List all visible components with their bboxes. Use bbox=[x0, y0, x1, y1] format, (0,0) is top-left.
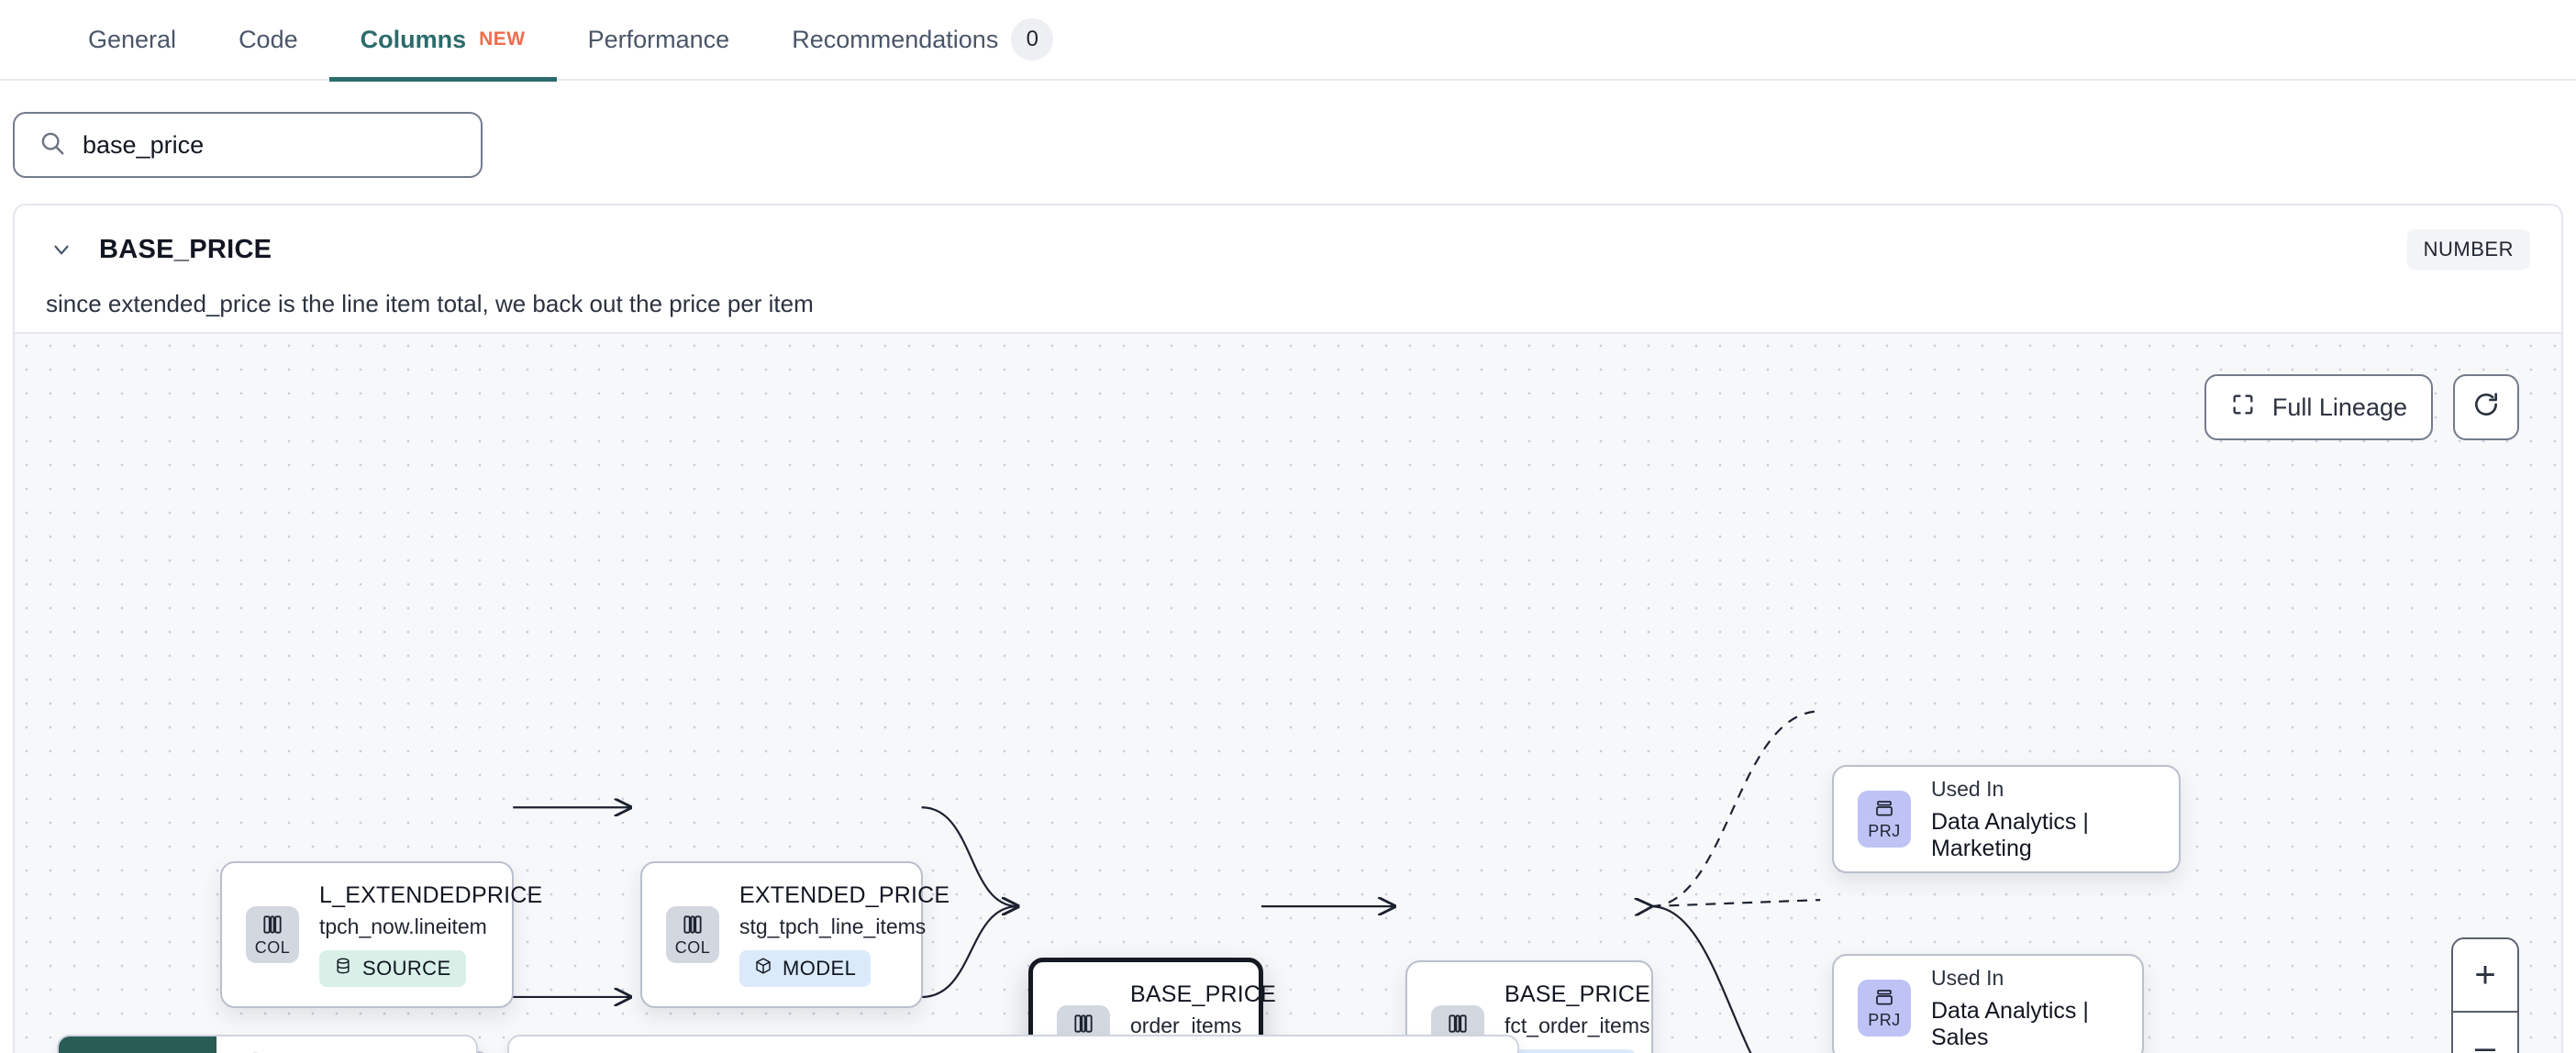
lineage-node-prj-marketing[interactable]: PRJ Used In Data Analytics | Marketing bbox=[1832, 765, 2181, 873]
tab-recommendations[interactable]: Recommendations 0 bbox=[761, 0, 1084, 80]
search-icon bbox=[39, 129, 66, 161]
zoom-controls: + – bbox=[2451, 937, 2519, 1053]
node-title: L_EXTENDEDPRICE bbox=[319, 882, 543, 908]
tab-label: General bbox=[88, 25, 177, 53]
node-type-badge: SOURCE bbox=[319, 950, 466, 987]
column-card: BASE_PRICE NUMBER since extended_price i… bbox=[13, 204, 2563, 1053]
lineage-canvas[interactable]: COL L_EXTENDEDPRICE tpch_now.lineitem SO… bbox=[15, 332, 2561, 1053]
col-icon-label: COL bbox=[674, 937, 711, 957]
prj-icon-label: PRJ bbox=[1868, 821, 1901, 840]
canvas-bottom-bar: Lenses Relationships bbox=[57, 1035, 1520, 1053]
node-title: Data Analytics | Sales bbox=[1931, 997, 2089, 1050]
full-lineage-label: Full Lineage bbox=[2271, 393, 2407, 421]
tab-label: Recommendations bbox=[792, 25, 999, 53]
col-icon-label: COL bbox=[254, 937, 291, 957]
tab-columns[interactable]: Columns NEW bbox=[328, 0, 557, 82]
zoom-in-button[interactable]: + bbox=[2453, 939, 2517, 1011]
prj-icon: PRJ bbox=[1858, 791, 1911, 848]
canvas-top-controls: Full Lineage bbox=[2204, 374, 2519, 440]
lenses-relationships-group: Lenses Relationships bbox=[57, 1035, 478, 1053]
tab-bar: General Code Columns NEW Performance Rec… bbox=[0, 0, 2576, 82]
relationships-dropdown[interactable]: Relationships bbox=[217, 1036, 476, 1053]
node-used-in-label: Used In bbox=[1931, 965, 2004, 990]
lenses-label: Lenses bbox=[117, 1052, 194, 1053]
expand-icon bbox=[2230, 392, 2256, 424]
node-subtitle: stg_tpch_line_items bbox=[739, 914, 927, 938]
tab-general[interactable]: General bbox=[57, 0, 207, 80]
lineage-node-l-extendedprice[interactable]: COL L_EXTENDEDPRICE tpch_now.lineitem SO… bbox=[220, 861, 542, 1008]
recommendations-count-badge: 0 bbox=[1011, 18, 1054, 61]
node-badge-label: SOURCE bbox=[362, 957, 451, 980]
search-box[interactable] bbox=[13, 112, 483, 178]
search-input[interactable] bbox=[83, 130, 457, 160]
node-subtitle: fct_order_items bbox=[1505, 1014, 1650, 1037]
node-used-in-label: Used In bbox=[1931, 776, 2004, 801]
edge-dashed bbox=[1650, 710, 1821, 908]
edge-dashed bbox=[1650, 900, 1821, 906]
node-type-legend: Model Source Snapshot Seed Metric bbox=[506, 1035, 1520, 1053]
node-type-badge: MODEL bbox=[1505, 1049, 1637, 1053]
col-icon: COL bbox=[666, 906, 719, 963]
database-icon bbox=[334, 957, 352, 981]
search-area bbox=[0, 81, 2576, 204]
tab-new-badge: NEW bbox=[479, 28, 526, 50]
node-badge-label: MODEL bbox=[783, 957, 857, 980]
column-name: BASE_PRICE bbox=[99, 234, 272, 264]
node-subtitle: order_items bbox=[1130, 1014, 1242, 1037]
prj-icon: PRJ bbox=[1858, 980, 1911, 1036]
column-type-badge: NUMBER bbox=[2406, 229, 2530, 270]
relationships-label: Relationships bbox=[276, 1052, 419, 1053]
tab-label: Code bbox=[239, 25, 298, 53]
node-title: Data Analytics | Marketing bbox=[1931, 808, 2089, 861]
node-type-badge: MODEL bbox=[739, 950, 872, 987]
node-title: BASE_PRICE bbox=[1130, 981, 1277, 1007]
column-description: since extended_price is the line item to… bbox=[46, 290, 814, 317]
tab-label: Performance bbox=[587, 25, 730, 53]
prj-icon-label: PRJ bbox=[1868, 1010, 1901, 1029]
col-icon: COL bbox=[246, 906, 299, 963]
tab-code[interactable]: Code bbox=[207, 0, 329, 80]
node-title: BASE_PRICE bbox=[1505, 981, 1651, 1007]
tab-label: Columns bbox=[360, 25, 467, 53]
lenses-button[interactable]: Lenses bbox=[59, 1036, 217, 1053]
refresh-icon bbox=[2471, 390, 2501, 426]
refresh-button[interactable] bbox=[2453, 374, 2519, 440]
zoom-out-button[interactable]: – bbox=[2453, 1011, 2517, 1053]
lineage-node-extended-price[interactable]: COL EXTENDED_PRICE stg_tpch_line_items M… bbox=[640, 861, 949, 1008]
node-subtitle: tpch_now.lineitem bbox=[319, 914, 487, 938]
chevron-down-icon[interactable] bbox=[46, 234, 77, 265]
cube-icon bbox=[754, 957, 772, 981]
full-lineage-button[interactable]: Full Lineage bbox=[2204, 374, 2433, 440]
column-header: BASE_PRICE NUMBER bbox=[15, 205, 2561, 270]
lineage-node-prj-sales[interactable]: PRJ Used In Data Analytics | Sales bbox=[1832, 954, 2144, 1053]
edge-solid bbox=[1650, 904, 1752, 1053]
node-title: EXTENDED_PRICE bbox=[739, 882, 950, 908]
tab-performance[interactable]: Performance bbox=[557, 0, 761, 80]
